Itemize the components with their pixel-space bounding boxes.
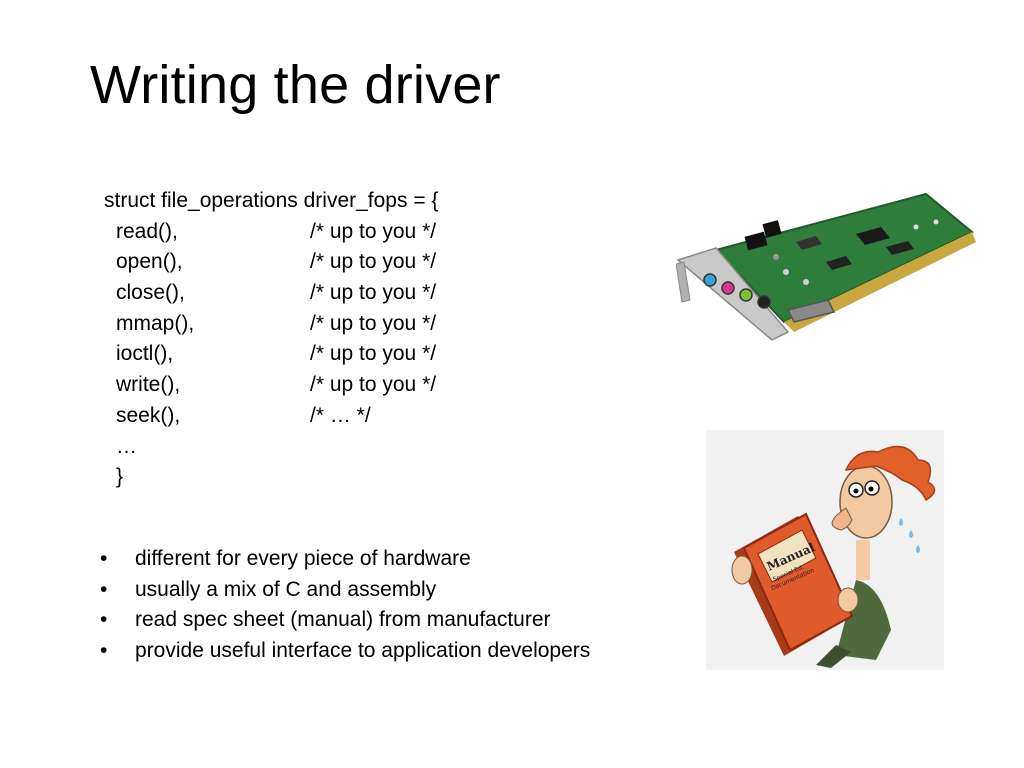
list-item: • read spec sheet (manual) from manufactu… [100, 605, 590, 636]
bullet-text: usually a mix of C and assembly [135, 577, 437, 601]
code-ellipsis: … [116, 434, 137, 458]
code-comment: /* … */ [310, 403, 371, 427]
bullet-text: provide useful interface to application … [135, 639, 591, 663]
code-fn: seek(), [116, 403, 181, 427]
bullet-list: • different for every piece of hardware •… [100, 544, 590, 667]
code-fn: mmap(), [116, 311, 195, 335]
list-item: • usually a mix of C and assembly [100, 575, 590, 606]
code-fn: close(), [116, 281, 185, 305]
list-item: • different for every piece of hardware [100, 544, 590, 575]
code-fn: write(), [116, 373, 181, 397]
bullet-dot: • [100, 577, 108, 601]
code-fn: ioctl(), [116, 342, 174, 366]
list-item: • provide useful interface to application… [100, 636, 590, 667]
bullet-text: read spec sheet (manual) from manufactur… [135, 608, 551, 632]
bullet-text: different for every piece of hardware [135, 547, 471, 570]
code-fn: read(), [116, 219, 178, 243]
code-closing-brace: } [116, 465, 124, 489]
code-header: struct file_operations driver_fops = { [104, 189, 439, 212]
code-comment: /* up to you */ [310, 311, 437, 335]
code-comment: /* up to you */ [310, 342, 437, 366]
sound-card-icon [676, 192, 976, 341]
manual-cartoon-svg: Manual Special Ed. Documentation [731, 445, 936, 668]
code-comment: /* up to you */ [310, 373, 437, 397]
bullet-dot: • [100, 608, 108, 632]
code-comment: /* up to you */ [310, 219, 437, 243]
bullet-dot: • [100, 547, 108, 570]
slide-title: Writing the driver [90, 55, 501, 115]
code-fn: open(), [116, 250, 183, 274]
manual-reader-icon: Manual Special Ed. Documentation [706, 430, 944, 670]
code-comment: /* up to you */ [310, 250, 437, 274]
code-comment: /* up to you */ [310, 281, 437, 305]
bullet-dot: • [100, 639, 108, 663]
